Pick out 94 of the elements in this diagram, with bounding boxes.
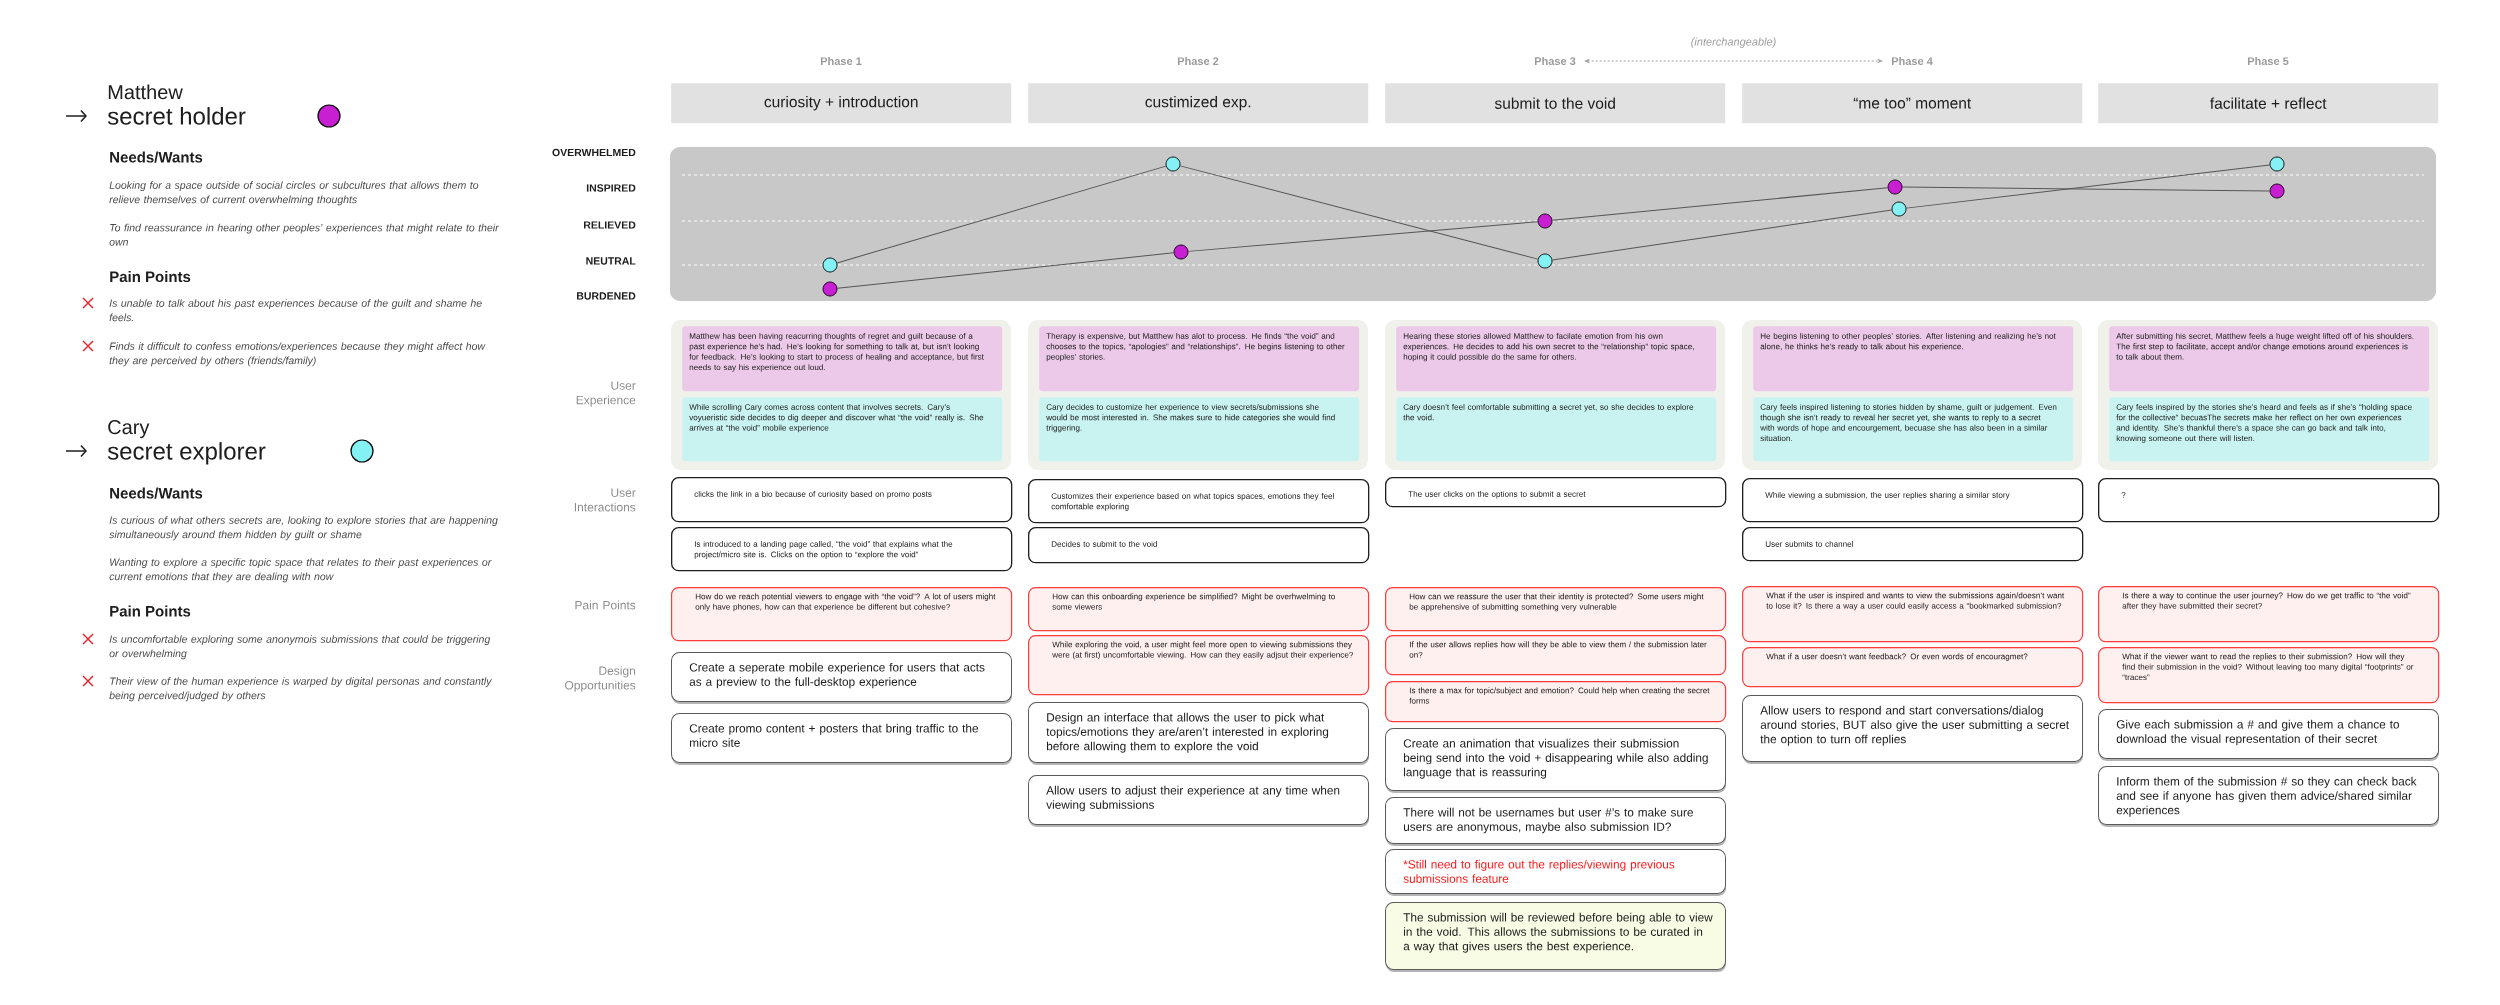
- connector-line: [1901, 186, 2271, 192]
- interaction-box: While viewing a submission, the user replies sharing a similar story: [1742, 478, 2084, 523]
- experience-note: Therapy is expensive, but Matthew has alot to process. He finds “the void” and chooses to the topics, “apologies” and “relationships”. He begins listening to other peoples’ stories.: [1039, 326, 1360, 392]
- emotion-dot: [2269, 156, 2285, 172]
- pain-point-box: How can we reassure the user that their identity is protected? Some users might be apprehensive of submitting something very vulnerable: [1385, 587, 1727, 632]
- connector-line: [836, 252, 1175, 289]
- emotion-label: OVERWHELMED: [552, 148, 636, 157]
- double-arrow: [1584, 59, 1883, 63]
- emotion-label: INSPIRED: [586, 184, 636, 192]
- experience-note: He begins listening to other peoples’ stories. After listening and realizing he’s not alone, he thinks he’s ready to talk about his experience.: [1753, 326, 2074, 392]
- body-text: Wanting to explore a specific topic space that relates to their past experiences or current emotions that they are dealing with now: [109, 558, 492, 583]
- pain-point-box: How can this onboarding experience be simplified? Might be overhwelming to some viewers: [1028, 587, 1370, 632]
- interaction-box: Is introduced to a landing page called, “the void” that explains what the project/micro site is. Clicks on the option to “explore the void”: [671, 527, 1013, 572]
- connector-line: [1551, 187, 1889, 221]
- phase-header: submit to the void: [1385, 83, 1726, 124]
- emotion-label: NEUTRAL: [586, 257, 636, 265]
- body-text: Their view of the human experience is warped by digital personas and constantly being perceived/judged by others: [109, 677, 492, 702]
- opportunity-box: There will not be usernames but user #’s to make sure users are anonymous, maybe also submission ID?: [1385, 797, 1726, 846]
- row-label: Pain Points: [575, 600, 636, 610]
- pain-point-box: Is there a way to continue the user journey? How do we get traffic to “the void” after they have submitted their secret?: [2098, 586, 2440, 643]
- emotion-dot: [1891, 201, 1907, 217]
- connector-line: [1905, 164, 2271, 209]
- emotion-dot: [2269, 183, 2285, 199]
- row-label: Design Opportunities: [565, 666, 636, 692]
- phase-header: curiosity + introduction: [671, 83, 1012, 124]
- pain-point-box: What if the user is inspired and wants to view the submissions again/doesn’t want to lose it? Is there a way a user could easily access a “bookmarked submission?: [1742, 586, 2084, 643]
- pain-point-box: While exploring the void, a user might feel more open to viewing submissions they were (at first) uncomfortable viewing. How can they easily adjsut their experience?: [1028, 635, 1370, 696]
- row-label: User Experience: [576, 381, 636, 407]
- opportunity-box: Inform them of the submission # so they can check back and see if anyone has given them advice/shared similar experiences: [2098, 766, 2440, 827]
- opportunity-box: The submission will be reviewed before being able to view in the void. This allows the submissions to be curated in a way that gives users the best experience.: [1385, 902, 1726, 972]
- opportunity-box: Create promo content + posters that bring traffic to the micro site: [671, 713, 1012, 765]
- experience-note: Cary feels inspired listening to stories hidden by shame, guilt or judgement. Even though she isn’t ready to reveal her secret yet, she wants to reply to a secret with words of hope and encourgement, becuase she has also been in a similar situation.: [1753, 397, 2074, 462]
- body-text: To find reassurance in hearing other peoples’ experiences that might relate to their own: [109, 223, 499, 246]
- section-heading: Pain Points: [110, 605, 191, 617]
- emotion-label: BURDENED: [577, 292, 636, 300]
- experience-note: After submitting his secret, Matthew feels a huge weight lifted off of his shoulders. The first step to facilitate, accept and/or change emotions around experiences is to talk about them.: [2109, 326, 2430, 392]
- emotion-dot: [1165, 156, 1181, 172]
- emotion-label: RELIEVED: [584, 221, 636, 229]
- connector-line: [1187, 221, 1539, 252]
- persona-name: Matthew: [108, 84, 183, 100]
- emotion-dot: [1537, 213, 1553, 229]
- section-heading: Needs/Wants: [110, 487, 203, 499]
- experience-note: Matthew has been having reacurring thoughts of regret and guilt because of a past experience he’s had. He’s looking for something to talk at, but isn’t looking for feedback. He’s looking to start to process of healing and acceptance, but first needs to say his experience out loud.: [682, 326, 1003, 392]
- pain-point-box: What if the viewer want to read the replies to their submission? How will they find their submission in the void? Without leaving too many digital “footprints” or “traces”: [2098, 647, 2440, 704]
- opportunity-box: Create a seperate mobile experience for users that acts as a preview to the full-desktop experience: [671, 652, 1012, 704]
- opportunity-box: Allow users to respond and start conversations/dialog around stories, BUT also give the user submitting a secret the option to turn off replies: [1742, 695, 2083, 764]
- opportunity-box: Give each submission a # and give them a chance to download the visual representation of their secret: [2098, 709, 2440, 761]
- pain-point-box: Is there a max for topic/subject and emotion? Could help when creating the secret forms: [1385, 681, 1727, 723]
- edge-label: (interchangeable): [1689, 36, 1778, 49]
- phase-label: Phase 2: [1177, 56, 1219, 66]
- pain-point-box: If the user allows replies how will they be able to view them / the submission later on?: [1385, 635, 1727, 676]
- experience-note: Cary feels inspired by the stories she’s heard and feels as if she’s “holding space for the collective” becuasThe secrets make her reflect on her own experiences and identity. She’s thankful there’s a space she can go back and talk into, knowing someone out there will listen.: [2109, 397, 2430, 462]
- section-heading: Needs/Wants: [110, 151, 203, 163]
- emotion-dot: [1537, 253, 1553, 269]
- connector-line: [1179, 165, 1539, 260]
- opportunity-box: *Still need to figure out the replies/viewing previous submissions feature: [1385, 849, 1726, 896]
- emotion-dot: [1887, 179, 1903, 195]
- emotion-dot: [822, 257, 838, 273]
- body-text: Finds it difficult to confess emotions/experiences because they might affect how they are perceived by others (friends/family): [109, 342, 486, 367]
- phase-header: facilitate + reflect: [2098, 83, 2439, 124]
- opportunity-box: Design an interface that allows the user to pick what topics/emotions they are/aren’t interested in exploring before allowing them to explore the void: [1028, 702, 1369, 765]
- body-text: Is uncomfortable exploring some anonymois submissions that could be triggering or overwhelming: [109, 635, 491, 660]
- phase-label: Phase 4: [1891, 56, 1933, 66]
- experience-note: While scrolling Cary comes across content that involves secrets. Cary’s voyueristic side decides to dig deeper and discover what “the void” really is. She arrives at “the void” mobile experience: [682, 397, 1003, 462]
- phase-header: “me too” moment: [1742, 83, 2083, 124]
- experience-note: Cary doesn’t feel comfortable submitting a secret yet, so she decides to explore the void.: [1396, 397, 1717, 462]
- persona-role: secret holder: [107, 107, 246, 125]
- section-heading: Pain Points: [110, 271, 191, 283]
- persona-name: Cary: [108, 420, 150, 439]
- interaction-box: clicks the link in a bio because of curiosity based on promo posts: [671, 477, 1013, 523]
- emotion-dot: [822, 281, 838, 297]
- connector-line: [1551, 209, 1893, 261]
- interaction-box: The user clicks on the options to submit a secret: [1385, 477, 1727, 508]
- interaction-box: User submits to channel: [1742, 527, 2084, 562]
- row-label: User Interactions: [574, 488, 636, 512]
- persona-role: secret explorer: [107, 442, 266, 465]
- emotion-dot: [1173, 244, 1189, 260]
- experience-note: Hearing these stories allowed Matthew to facilate emotion from his own experiences. He decides to add his own secret to the “relationship” topic space, hoping it could possible do the same for others.: [1396, 326, 1717, 392]
- phase-label: Phase 5: [2247, 56, 2289, 66]
- interaction-box: Customizes their experience based on what topics spaces, emotions they feel comfortable exploring: [1028, 479, 1370, 524]
- opportunity-box: Create an animation that visualizes their submission being send into the void + disappearing while also adding language that is reassuring: [1385, 728, 1726, 793]
- pain-point-box: What if a user doesn’t want feedback? Or even words of encouragmet?: [1742, 647, 2084, 688]
- pain-point-box: How do we reach potential viewers to engage with “the void”? A lot of users might only have phones, how can that experience be different but cohesive?: [671, 587, 1013, 642]
- phase-label: Phase 1: [820, 56, 862, 66]
- interaction-box: Decides to submit to the void: [1028, 527, 1370, 564]
- phase-header: custimized exp.: [1028, 83, 1369, 124]
- body-text: Is curious of what others secrets are, looking to explore stories that are happening simultaneously around them hidden by guilt or shame: [109, 516, 498, 541]
- experience-note: Cary decides to customize her experience to view secrets/submissions she would be most interested in. She makes sure to hide categories she would find triggering.: [1039, 397, 1360, 462]
- interaction-box: ?: [2098, 478, 2440, 523]
- connector-line: [836, 165, 1167, 264]
- opportunity-box: Allow users to adjust their experience at any time when viewing submissions: [1028, 775, 1369, 827]
- body-text: Is unable to talk about his past experiences because of the guilt and shame he feels.: [109, 299, 482, 322]
- phase-label: Phase 3: [1534, 56, 1576, 66]
- body-text: Looking for a space outside of social circles or subcultures that allows them to relieve themselves of current overwhelming thoughts: [109, 181, 479, 206]
